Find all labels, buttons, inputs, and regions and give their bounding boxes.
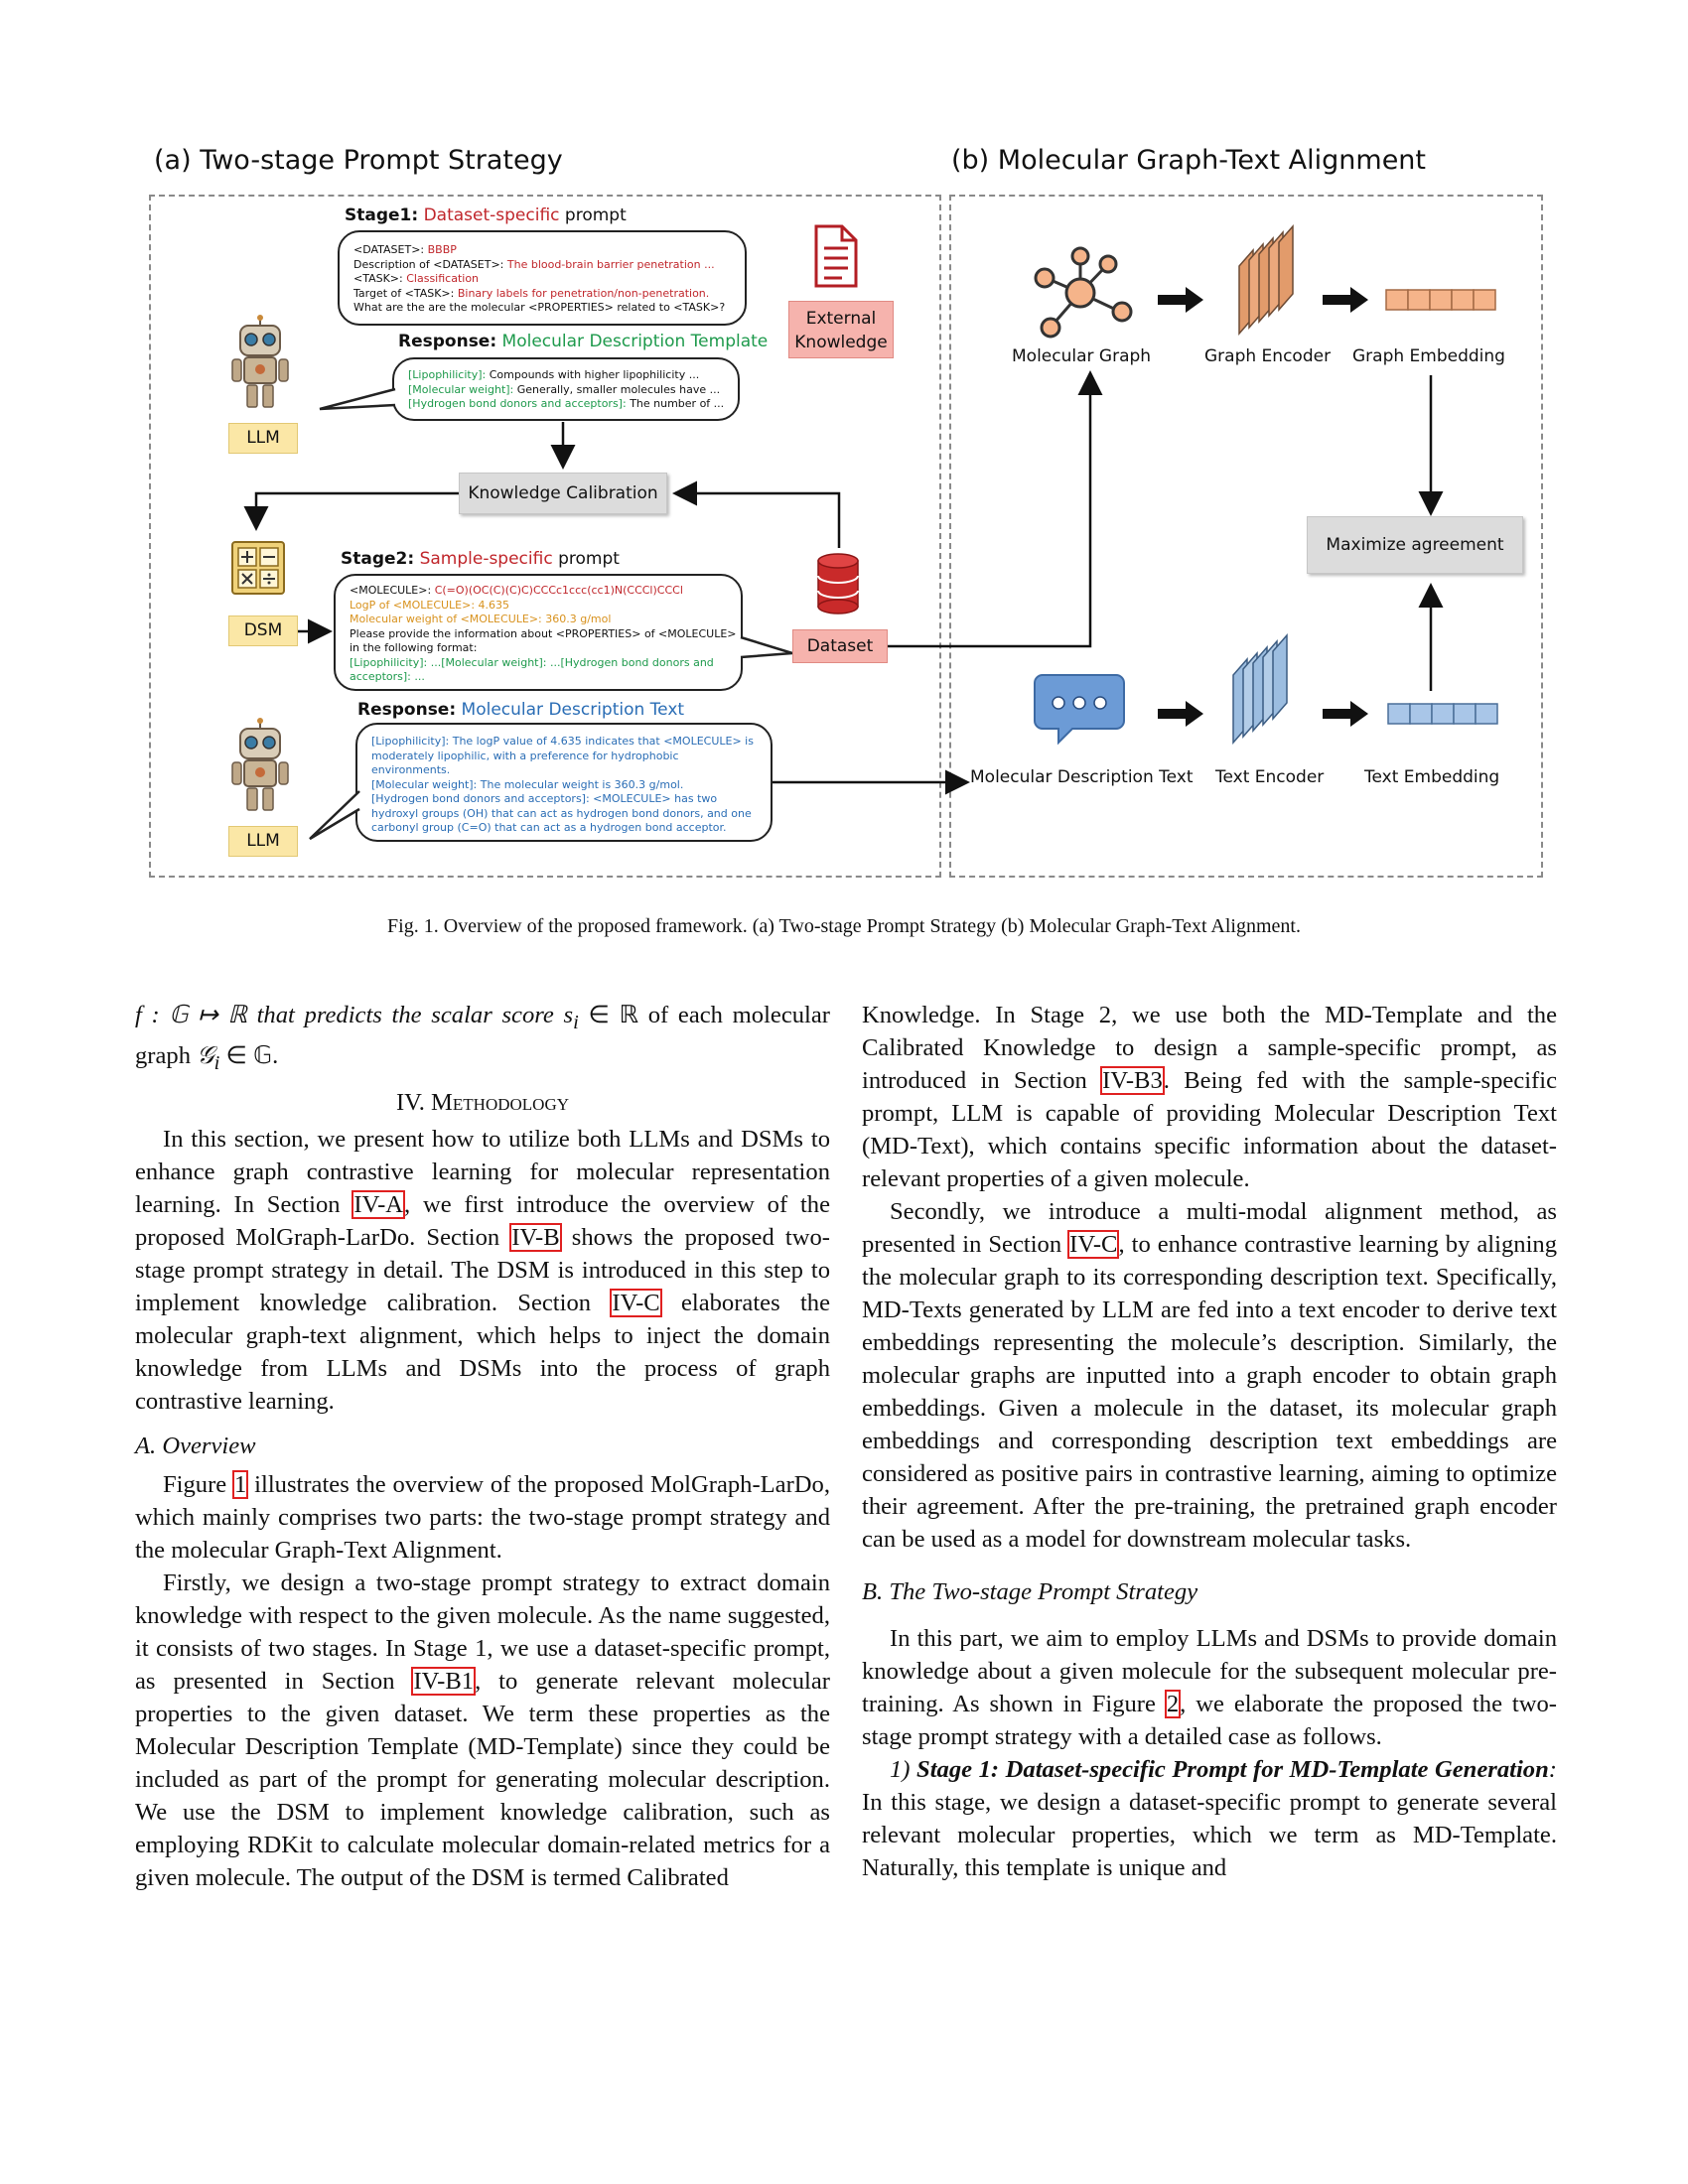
bold-arrow-text-encoder-to-embedding (1323, 701, 1368, 727)
template-response-bubble: [Lipophilicity]: Compounds with higher l… (392, 357, 740, 421)
calculator-icon (231, 541, 285, 595)
panel-a-title: (a) Two-stage Prompt Strategy (154, 145, 563, 176)
robot-icon (231, 315, 289, 408)
figure-ref-link[interactable]: 1 (232, 1469, 249, 1499)
figure-ref-link[interactable]: 2 (1164, 1690, 1182, 1718)
subsection-heading: B. The Two-stage Prompt Strategy (862, 1578, 1198, 1605)
bubble-tail (740, 635, 793, 659)
dataset-tag: Dataset (792, 629, 888, 663)
text-encoder-label: Text Encoder (1215, 767, 1325, 787)
graph-embedding-icon (1385, 289, 1496, 311)
stage1-prompt-bubble: <DATASET>: BBBP Description of <DATASET>… (338, 230, 747, 326)
maximize-agreement-box: Maximize agreement (1307, 516, 1523, 574)
paragraph: 1) Stage 1: Dataset-specific Prompt for … (862, 1756, 1557, 1881)
stage1-line: <DATASET>: BBBP (353, 243, 457, 256)
paragraph: Secondly, we introduce a multi-modal ali… (862, 1198, 1557, 1553)
bubble-tail (309, 790, 360, 841)
section-ref-link[interactable]: IV-C (610, 1288, 662, 1317)
section-ref-link[interactable]: IV-B3 (1100, 1066, 1165, 1095)
response2-heading: Response: Molecular Description Text (357, 700, 685, 720)
graph-encoder-icon (1238, 224, 1294, 336)
robot-icon (231, 718, 289, 811)
arrow-calibration-to-dsm (243, 491, 459, 531)
panel-b-frame (949, 195, 1543, 878)
text-embedding-label: Text Embedding (1364, 767, 1500, 787)
section-ref-link[interactable]: IV-B1 (411, 1666, 477, 1696)
knowledge-calibration-box: Knowledge Calibration (459, 473, 667, 514)
molecular-description-text-label: Molecular Description Text (970, 767, 1194, 787)
left-column: f : 𝔾 ↦ ℝ that predicts the scalar score… (135, 999, 830, 1894)
bold-arrow-graph-to-encoder (1158, 287, 1203, 313)
subsection-heading: A. Overview (135, 1432, 256, 1459)
molecule-graph-icon (1034, 246, 1133, 339)
stage1-line: <TASK>: Classification (353, 272, 480, 285)
description-response-bubble: [Lipophilicity]: The logP value of 4.635… (355, 723, 773, 842)
intro-sentence: f : 𝔾 ↦ ℝ that predicts the scalar score… (135, 1002, 830, 1074)
bubble-tail (319, 387, 396, 411)
panel-a-frame (149, 195, 941, 878)
stage2-prompt-bubble: <MOLECULE>: C(=O)(OC(C)(C)C)CCCc1ccc(cc1… (334, 574, 743, 691)
llm-tag: LLM (228, 423, 298, 454)
section-ref-link[interactable]: IV-A (352, 1189, 406, 1219)
molecular-graph-label: Molecular Graph (1012, 346, 1152, 366)
right-column: Knowledge. In Stage 2, we use both the M… (862, 999, 1557, 1884)
paragraph: Knowledge. In Stage 2, we use both the M… (862, 1002, 1557, 1192)
response1-heading: Response: Molecular Description Template (398, 332, 769, 351)
section-heading: IV. Methodology (395, 1088, 570, 1116)
section-ref-link[interactable]: IV-C (1067, 1230, 1120, 1259)
arrow-dataset-to-calibration (672, 480, 841, 548)
stage1-line: What are the are the molecular <PROPERTI… (353, 301, 726, 314)
section-ref-link[interactable]: IV-B (509, 1222, 562, 1252)
panel-b-title: (b) Molecular Graph-Text Alignment (951, 145, 1427, 176)
stage1-line: Target of <TASK>: Binary labels for pene… (353, 286, 710, 300)
document-icon (814, 224, 858, 288)
figure-caption: Fig. 1. Overview of the proposed framewo… (387, 915, 1301, 937)
paragraph: Firstly, we design a two-stage prompt st… (135, 1569, 830, 1891)
external-knowledge-tag: External Knowledge (788, 301, 894, 358)
stage1-heading: Stage1: Dataset-specific prompt (345, 205, 627, 225)
figure-connectors (231, 224, 1498, 811)
database-icon (817, 553, 859, 614)
stage2-heading: Stage2: Sample-specific prompt (341, 549, 620, 569)
paragraph: In this part, we aim to employ LLMs and … (862, 1625, 1557, 1750)
stage1-line: Description of <DATASET>: The blood-brai… (353, 257, 715, 271)
chat-bubble-icon (1034, 674, 1125, 746)
text-encoder-icon (1232, 633, 1288, 745)
paragraph: In this section, we present how to utili… (135, 1125, 831, 1415)
graph-embedding-label: Graph Embedding (1352, 346, 1505, 366)
bold-arrow-encoder-to-embedding (1323, 287, 1368, 313)
llm-tag: LLM (228, 826, 298, 857)
graph-encoder-label: Graph Encoder (1204, 346, 1332, 366)
text-embedding-icon (1387, 703, 1498, 725)
dsm-tag: DSM (228, 615, 298, 646)
paragraph: Figure 1 illustrates the overview of the… (135, 1469, 830, 1564)
arrow-dataset-to-graph (888, 370, 1103, 648)
bold-arrow-text-to-encoder (1158, 701, 1203, 727)
